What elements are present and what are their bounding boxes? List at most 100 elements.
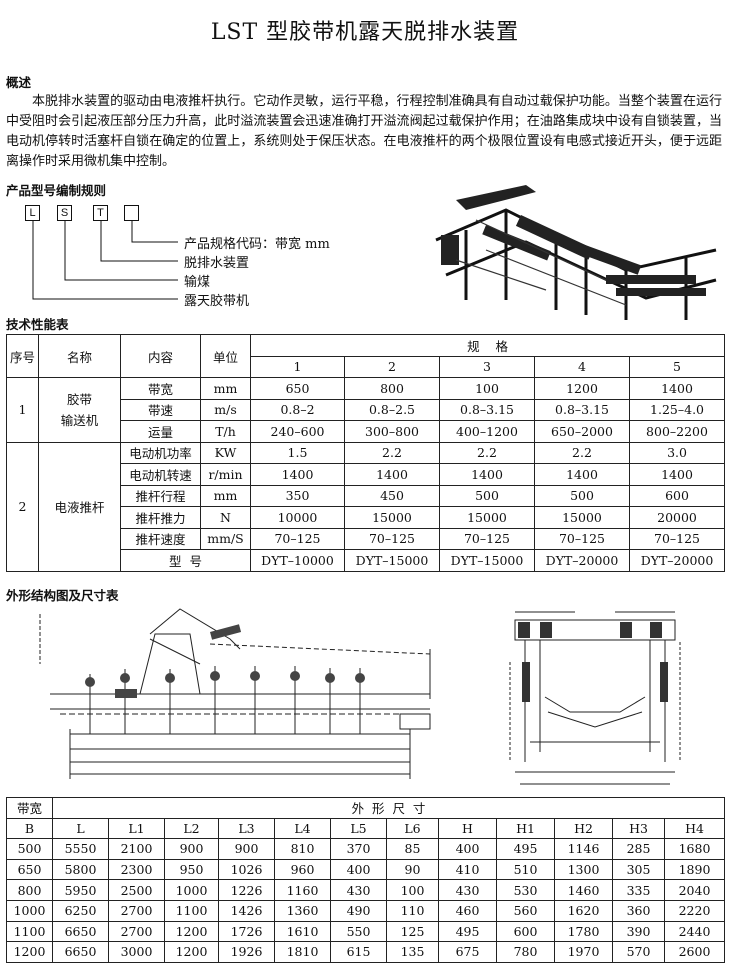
dims-cell: 370 — [330, 838, 387, 860]
dims-cell: 430 — [330, 879, 387, 901]
dims-cell: 430 — [438, 879, 497, 901]
group-name: 电液推杆 — [38, 441, 121, 572]
cell: 500 — [439, 484, 535, 507]
row-unit: KW — [200, 441, 251, 464]
dims-cell: 550 — [330, 920, 387, 943]
dims-cell: 1780 — [554, 920, 613, 943]
cell: 0.8–2 — [250, 398, 345, 421]
cell: 70–125 — [250, 527, 345, 550]
model-label-coal: 输煤 — [184, 275, 211, 290]
dims-cell: 1026 — [218, 858, 275, 881]
row-content: 电动机功率 — [120, 441, 201, 464]
dims-cell: 1200 — [164, 920, 219, 943]
dims-cell: 335 — [612, 879, 665, 901]
model-box-t: T — [93, 205, 108, 221]
spec-col-5: 5 — [628, 355, 726, 378]
dims-cell: 135 — [386, 941, 439, 963]
row-content: 推杆速度 — [120, 527, 201, 550]
dims-cell: 675 — [438, 941, 497, 963]
cell: 400–1200 — [439, 420, 535, 443]
dims-cell: 3000 — [108, 941, 165, 963]
dims-cell: 570 — [612, 941, 665, 963]
cell: DYT–15000 — [439, 549, 535, 572]
dims-col: H2 — [554, 817, 613, 840]
cell: DYT–10000 — [250, 549, 345, 572]
dims-cell: 1726 — [218, 920, 275, 943]
cell: 70–125 — [344, 527, 440, 550]
dims-cell: 1226 — [218, 879, 275, 901]
dims-cell: 1970 — [554, 941, 613, 963]
dims-cell: 285 — [612, 838, 665, 860]
row-content: 推杆行程 — [120, 484, 201, 507]
cell: 3.0 — [628, 441, 726, 464]
cell: 300–800 — [344, 420, 440, 443]
cell: 650 — [250, 377, 345, 400]
dims-cell: 780 — [496, 941, 555, 963]
dims-cell: 410 — [438, 858, 497, 881]
model-box-l: L — [25, 205, 40, 221]
dimensions-heading: 外形结构图及尺寸表 — [6, 588, 119, 603]
dims-cell: 1300 — [554, 858, 613, 881]
cell: 800–2200 — [628, 420, 726, 443]
spec-row: 2 电液推杆 电动机功率 KW 1.5 2.2 2.2 2.2 3.0 — [6, 441, 726, 572]
dims-cell: 510 — [496, 858, 555, 881]
row-unit: mm — [200, 484, 251, 507]
row-unit: mm — [200, 377, 251, 400]
dims-cell: 1160 — [274, 879, 331, 901]
spec-row: 带速 m/s 0.8–2 0.8–2.5 0.8–3.15 0.8–3.15 1… — [7, 398, 726, 421]
dims-cell: 495 — [438, 920, 497, 943]
dims-cell: 495 — [496, 838, 555, 860]
model-label-dewater: 脱排水装置 — [184, 256, 250, 271]
dims-cell: 1926 — [218, 941, 275, 963]
cell: DYT–20000 — [628, 549, 726, 572]
cell: 70–125 — [628, 527, 726, 550]
row-content: 电动机转速 — [120, 463, 201, 486]
dims-cell: 1146 — [554, 838, 613, 860]
cell: 0.8–3.15 — [439, 398, 535, 421]
dims-cell: 530 — [496, 879, 555, 901]
cell: 1400 — [534, 463, 630, 486]
dims-cell: 500 — [6, 838, 53, 860]
dims-cell: 5950 — [52, 879, 109, 901]
cell: 1400 — [344, 463, 440, 486]
cell: 0.8–2.5 — [344, 398, 440, 421]
cell: 2.2 — [439, 441, 535, 464]
dims-col: L2 — [164, 817, 219, 840]
cell: 500 — [534, 484, 630, 507]
spec-header-spec: 规 格 — [249, 334, 726, 357]
dims-cell: 460 — [438, 899, 497, 922]
spec-col-4: 4 — [534, 355, 630, 378]
dims-cell: 85 — [386, 838, 439, 860]
dims-cell: 650 — [6, 858, 53, 881]
cell: 1400 — [250, 463, 345, 486]
dims-col: L4 — [274, 817, 331, 840]
model-rule-heading: 产品型号编制规则 — [6, 183, 107, 198]
group-no: 2 — [6, 441, 39, 572]
page-title: LST 型胶带机露天脱排水装置 — [210, 20, 520, 45]
spec-header-content: 内容 — [120, 334, 201, 378]
dims-col: L5 — [330, 817, 387, 840]
row-unit: T/h — [200, 420, 251, 443]
dims-header-span: 外 形 尺 寸 — [51, 797, 726, 819]
equipment-photo — [435, 185, 717, 320]
dims-cell: 800 — [6, 879, 53, 901]
dims-cell: 305 — [612, 858, 665, 881]
dims-cell: 490 — [330, 899, 387, 922]
dims-cell: 400 — [330, 858, 387, 881]
cell: 10000 — [250, 506, 345, 529]
cell: 350 — [250, 484, 345, 507]
row-content: 运量 — [120, 420, 201, 443]
cell: DYT–15000 — [344, 549, 440, 572]
dims-cell: 110 — [386, 899, 439, 922]
dims-cell: 2440 — [663, 920, 726, 943]
cell: 600 — [628, 484, 726, 507]
cell: 15000 — [534, 506, 630, 529]
dims-cell: 810 — [274, 838, 331, 860]
dims-cell: 6650 — [52, 941, 109, 963]
cell: 70–125 — [439, 527, 535, 550]
